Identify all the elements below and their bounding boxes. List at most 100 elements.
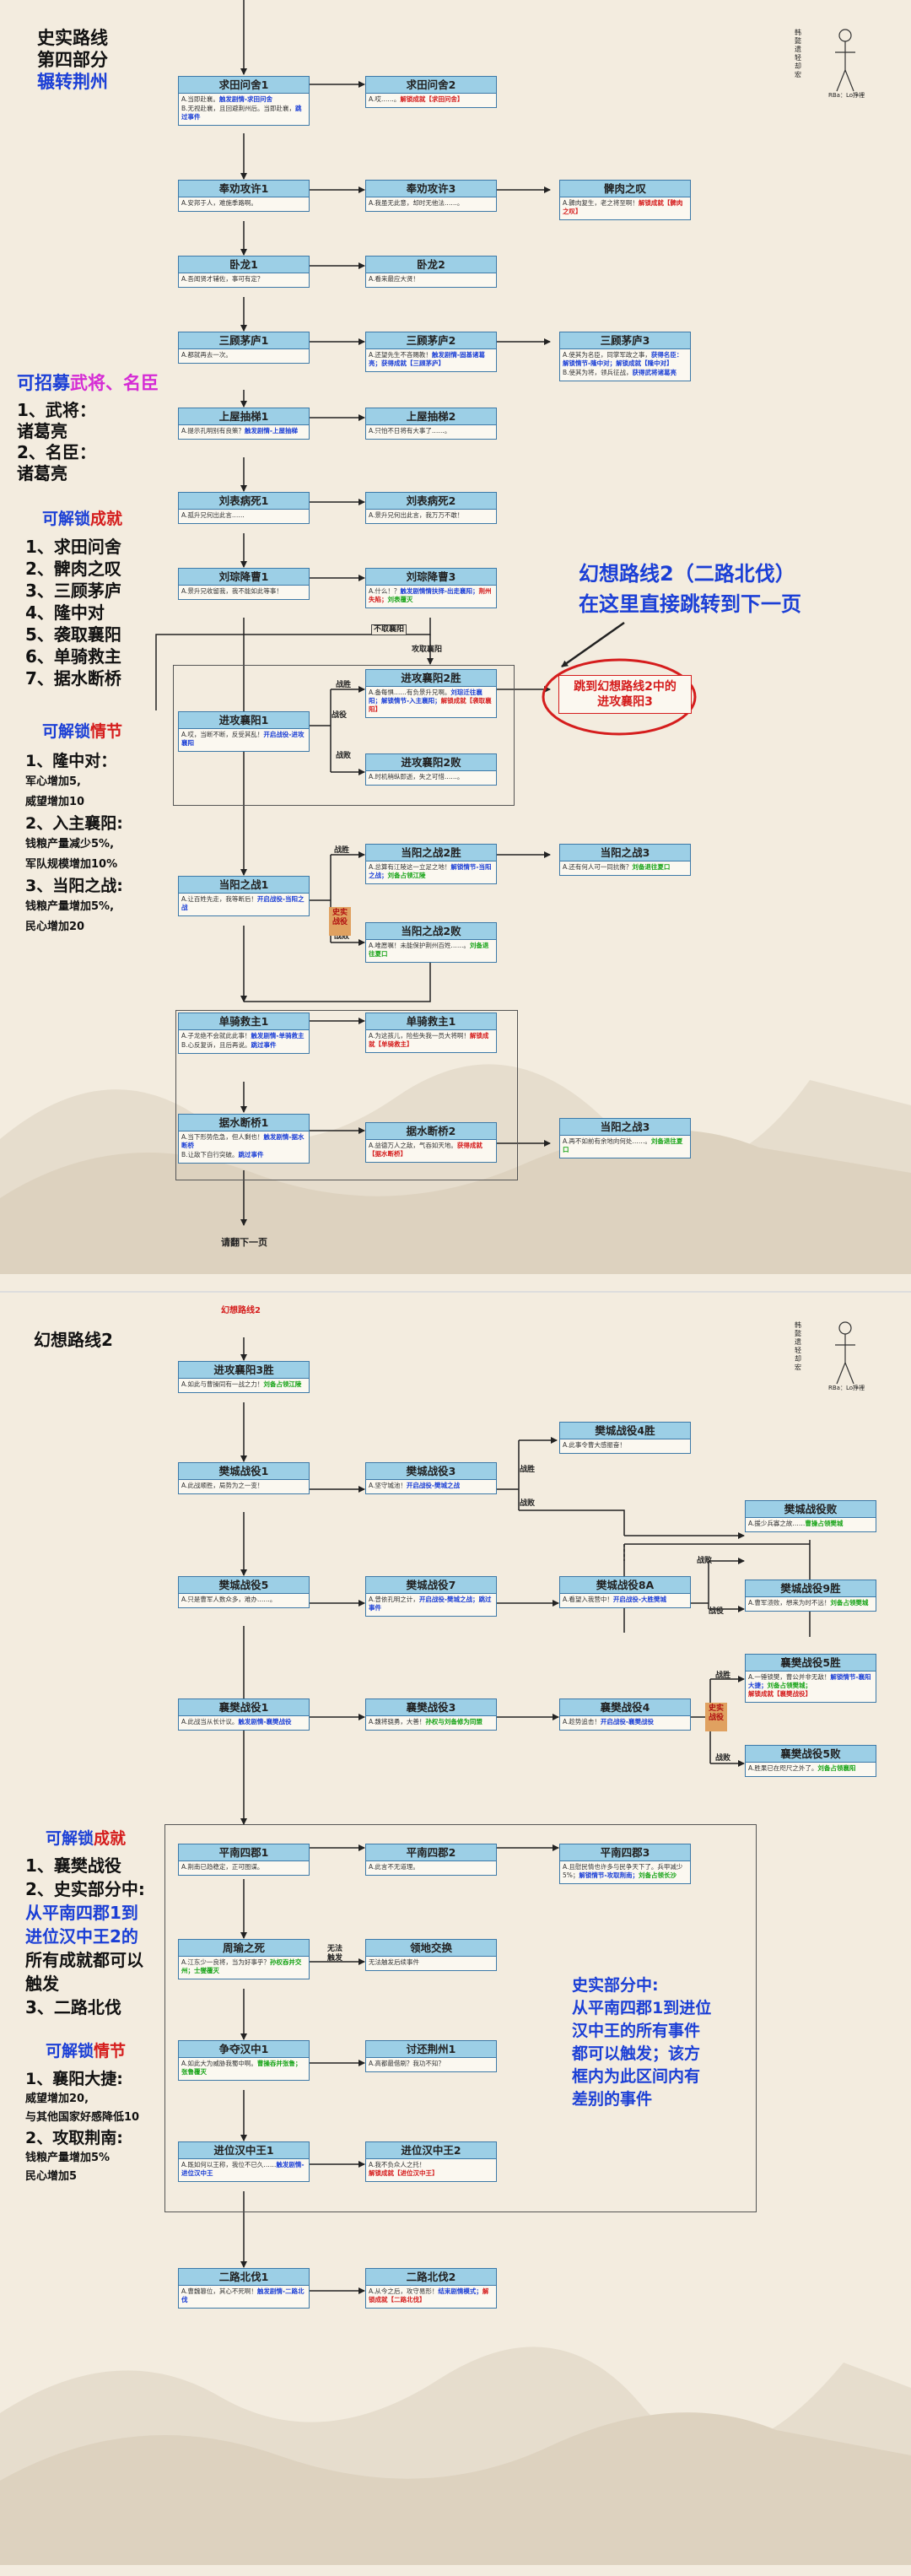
option-segment: B.心反复诉，且后再说。	[181, 1041, 251, 1049]
option-segment: 解锁成就【髀肉之叹】	[563, 199, 683, 215]
option-segment: 刘备占领长沙	[639, 1871, 677, 1879]
option-segment: A.我虽无此意，却时无他法……。	[369, 199, 464, 207]
branch-label: 战胜	[520, 1466, 536, 1474]
node-option: A.当下形势危急，但人剩也！触发剧情-据水断桥	[181, 1133, 306, 1150]
option-segment: A.从今之后，攻守易形！	[369, 2287, 439, 2295]
node-title: 讨还荆州1	[366, 2041, 496, 2058]
option-segment: 开启战役-大胜樊城	[612, 1596, 667, 1603]
stick-figure-icon	[835, 29, 855, 92]
event-node[interactable]: 樊城战役8A A.看望入我营中！开启战役-大胜樊城	[559, 1576, 691, 1608]
node-option: A.还望先生不吝赐教！触发剧情-固基诸葛亮；获得成就【三顾茅庐】	[369, 351, 493, 368]
option-segment: A.益德万人之敌，气吞如天地。	[369, 1142, 457, 1149]
node-body: A.此战顺胜，局势为之一变！	[179, 1480, 309, 1493]
option-segment: A.提示孔明别有良策？	[181, 427, 245, 435]
option-segment: A.子龙绝不会就此此事！	[181, 1032, 251, 1040]
node-option: A.看望入我营中！开启战役-大胜樊城	[563, 1596, 687, 1604]
node-option: A.魏将骁勇，大善！孙权与刘备修为同盟	[369, 1718, 493, 1726]
option-segment: A.髀肉复生，老之将至啊！	[563, 199, 639, 207]
event-node[interactable]: 领地交换无法触发后续事件	[365, 1939, 497, 1971]
option-segment: 解锁情节-攻取荆南；	[579, 1871, 639, 1879]
option-segment: 刘备占领襄阳	[817, 1764, 856, 1772]
option-segment: A.曹魏篡位，其心不死啊！	[181, 2287, 257, 2295]
part2-header: 幻想路线2	[221, 1306, 261, 1315]
node-option: A.曹魏篡位，其心不死啊！触发剧情-二路北伐	[181, 2287, 306, 2304]
author-signature-2: 韩懿遗轻却宏 RBa：Lo挣裡	[793, 1316, 865, 1396]
node-option: A.且慰民情也许多与民争天下了。兵甲减少5%；解锁情节-攻取荆南；刘备占领长沙	[563, 1863, 687, 1880]
node-option: A.江东少一良将，当为好事乎？孙权吞并交州；士燮覆灭	[181, 1958, 306, 1975]
option-segment: 孙权与刘备修为同盟	[425, 1718, 482, 1725]
node-option: A.看来最应大贤！	[369, 275, 493, 284]
node-title: 樊城战役5	[179, 1577, 309, 1594]
node-title: 求田问舍1	[179, 77, 309, 94]
node-body: A.高都最借刷？我功不知？	[366, 2058, 496, 2071]
node-title: 樊城战役7	[366, 1577, 496, 1594]
option-segment: 触发剧情-进位汉中王	[181, 2161, 305, 2177]
node-title: 樊城战役8A	[560, 1577, 690, 1594]
option-segment: A.只怕不日将有大事了……。	[369, 427, 451, 435]
node-title: 二路北伐2	[366, 2269, 496, 2286]
jump-box[interactable]: 跳到幻想路线2中的 进攻襄阳3	[558, 675, 692, 714]
node-title: 刘琮降曹1	[179, 569, 309, 586]
node-option: A.还有何人可一同抗衡？刘备退往夏口	[563, 863, 687, 872]
node-body: A.曹魏篡位，其心不死啊！触发剧情-二路北伐	[179, 2286, 309, 2308]
next-page-label: 请翻下一页	[221, 1237, 267, 1248]
node-body: A.既如何以王称，我位不已久……触发剧情-进位汉中王	[179, 2159, 309, 2181]
option-segment: 解锁情节-当阳之战；	[369, 863, 492, 879]
node-body: A.江东少一良将，当为好事乎？孙权吞并交州；士燮覆灭	[179, 1957, 309, 1979]
node-title: 樊城战役3	[366, 1463, 496, 1480]
option-segment: 刘备退往夏口	[632, 863, 671, 871]
node-title: 襄樊战役5胜	[746, 1655, 876, 1671]
